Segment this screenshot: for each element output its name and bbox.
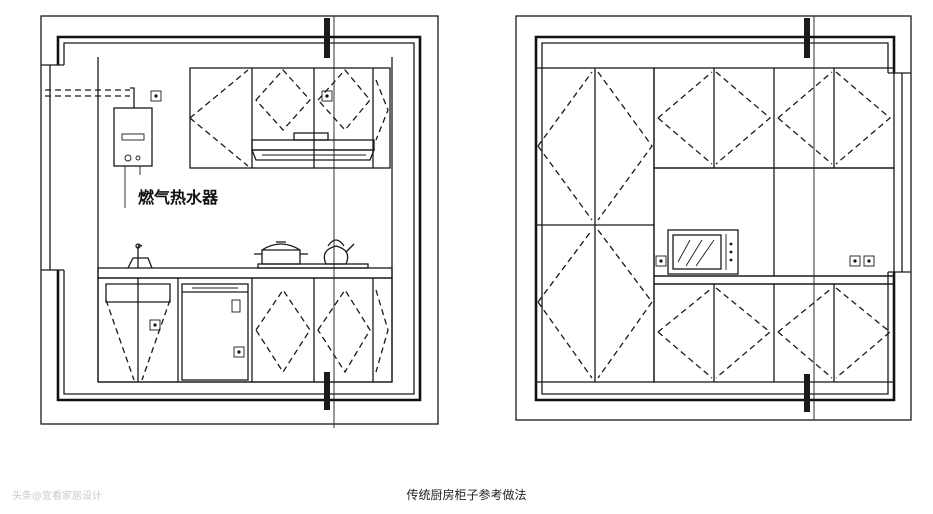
left-elevation: 燃气热水器 — [40, 15, 439, 428]
right-outlet-2 — [849, 255, 861, 267]
right-upper-cabinets — [653, 67, 895, 277]
left-lower-cabinets — [97, 277, 393, 383]
left-upper-cabinets — [189, 67, 391, 169]
right-column-bottom — [804, 374, 810, 412]
left-wall-outer — [40, 15, 439, 425]
right-outlet-3 — [863, 255, 875, 267]
left-outlet-3 — [149, 319, 161, 331]
left-outlet-2 — [321, 90, 333, 102]
right-column-top — [804, 18, 810, 58]
right-outlet-1 — [655, 255, 667, 267]
cooktop-with-pot — [254, 241, 369, 269]
left-outlet-1 — [150, 90, 162, 102]
right-tall-cabinet — [535, 67, 655, 383]
right-lower-cabinets — [653, 283, 895, 383]
right-wall-outer — [515, 15, 912, 421]
right-wall-inner — [534, 35, 896, 402]
left-outlet-4 — [233, 346, 245, 358]
left-column-bottom — [324, 372, 330, 410]
right-countertop — [653, 275, 895, 285]
right-elevation — [515, 15, 912, 421]
left-wall-inner — [56, 35, 422, 402]
sink-faucet — [127, 243, 153, 269]
kettle — [323, 239, 355, 265]
left-column-top — [324, 18, 330, 58]
water-heater-label: 燃气热水器 — [138, 188, 219, 207]
diagram-caption: 传统厨房柜子参考做法 — [406, 488, 527, 502]
watermark: 头条@宜看家居设计 — [12, 491, 102, 502]
microwave — [667, 229, 739, 275]
left-countertop — [97, 267, 393, 279]
gas-water-heater: 燃气热水器 — [45, 87, 219, 208]
